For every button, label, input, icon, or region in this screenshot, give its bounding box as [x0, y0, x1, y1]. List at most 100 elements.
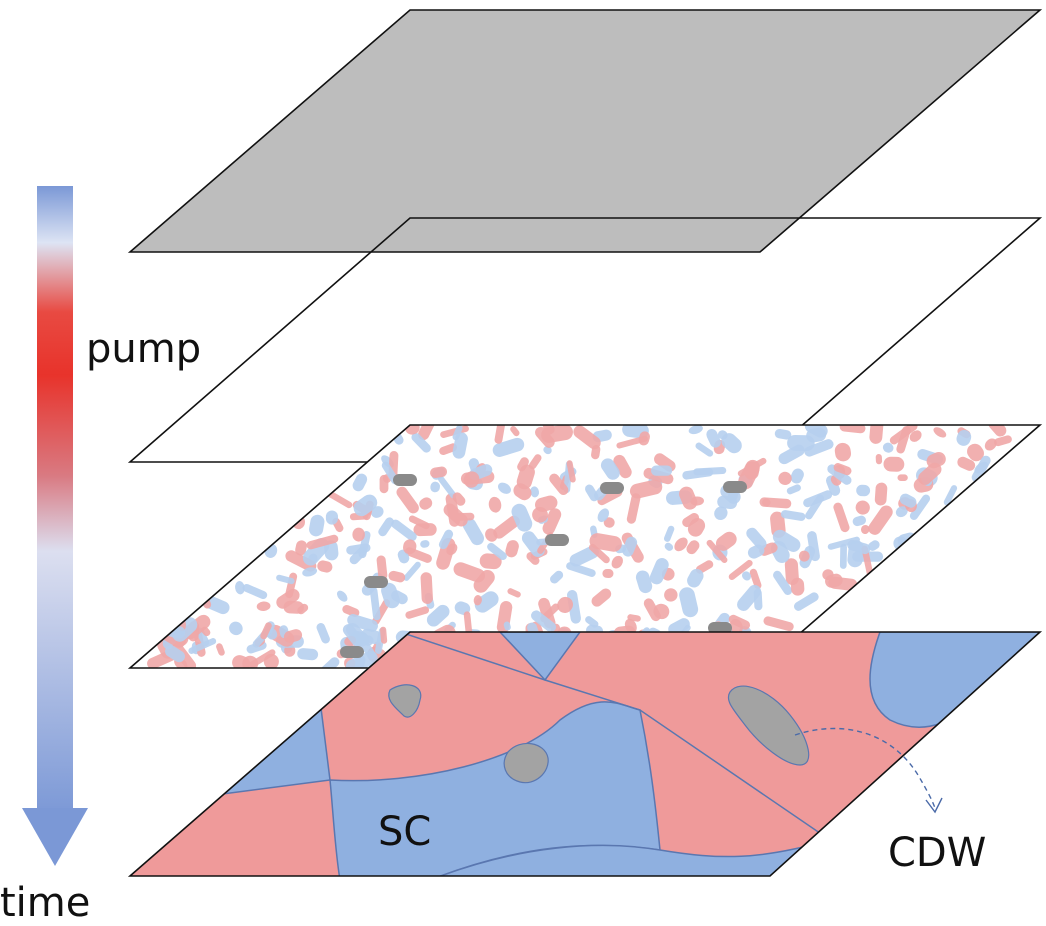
fluctuation-blob: [479, 553, 502, 570]
fluctuation-blob: [528, 454, 542, 470]
fluctuation-blob: [806, 427, 827, 443]
fluctuation-blob: [452, 425, 463, 441]
fluctuation-blob: [420, 572, 433, 604]
fluctuation-blob: [638, 431, 651, 446]
time-arrow-shaft: [37, 186, 73, 816]
fluctuation-blob: [418, 425, 438, 441]
fluctuation-blob: [513, 483, 532, 501]
fluctuation-blob: [492, 437, 525, 457]
fluctuation-blob: [541, 425, 573, 443]
fluctuation-blob: [868, 540, 880, 551]
fluctuation-blob: [682, 512, 700, 528]
fluctuation-blob: [306, 534, 339, 550]
fluctuation-blob: [695, 442, 714, 457]
fluctuation-blob: [664, 588, 678, 602]
fluctuation-blob: [430, 481, 440, 493]
fluctuation-blob: [566, 562, 596, 577]
fluctuation-blob: [283, 629, 303, 643]
fluctuation-blob: [585, 616, 599, 628]
fluctuation-blob: [242, 583, 268, 600]
fluctuation-blob: [635, 570, 653, 594]
fluctuation-blob: [507, 588, 521, 598]
fluctuation-blob: [317, 560, 333, 573]
fluctuation-blob: [391, 519, 417, 542]
fluctuation-blob: [549, 473, 569, 495]
fluctuation-blob: [728, 614, 751, 630]
fluctuation-blob: [778, 444, 805, 465]
fluctuation-blob: [772, 529, 801, 552]
fluctuation-blob: [597, 508, 610, 523]
fluctuation-blob: [403, 539, 417, 555]
fluctuation-blob: [463, 471, 480, 488]
fluctuation-blob: [773, 570, 793, 595]
fluctuation-blob: [984, 438, 997, 451]
fluctuation-blob: [663, 525, 675, 542]
fluctuation-blob: [957, 456, 976, 471]
fluctuation-blob: [260, 622, 272, 640]
fluctuation-gray-blob: [393, 474, 417, 486]
fluctuation-blob: [774, 428, 792, 440]
fluctuation-blob: [573, 425, 601, 450]
fluctuation-blob: [747, 544, 765, 559]
fluctuation-blob: [883, 456, 905, 472]
fluctuation-blob: [993, 435, 1012, 447]
fluctuation-blob: [452, 492, 466, 506]
fluctuation-blob: [473, 569, 495, 593]
fluctuation-blob: [603, 517, 615, 528]
cdw-island-1: [388, 684, 422, 718]
fluctuation-blob: [591, 588, 612, 607]
fluctuation-blob: [602, 568, 614, 579]
fluctuation-blob: [943, 485, 958, 506]
fluctuation-blob: [216, 643, 225, 656]
fluctuation-blob: [342, 604, 360, 617]
fluctuation-blob: [790, 577, 805, 596]
fluctuation-blob: [717, 495, 738, 510]
fluctuation-gray-blob: [340, 646, 364, 658]
fluctuation-blob: [805, 494, 824, 520]
fluctuation-blob: [967, 443, 985, 462]
fluctuation-blob: [688, 425, 703, 435]
fluctuation-blob: [668, 618, 690, 636]
fluctuation-blob: [833, 502, 850, 533]
fluctuation-blob: [430, 466, 448, 479]
fluctuation-blob: [347, 614, 378, 632]
fluctuation-blob: [381, 582, 400, 609]
fluctuation-blob: [487, 542, 507, 561]
fluctuation-blob: [899, 493, 917, 508]
fluctuation-blob: [285, 550, 317, 572]
fluctuation-blob: [721, 433, 742, 454]
cdw-annotation-arrow: [794, 727, 943, 814]
fluctuation-blob: [542, 508, 562, 535]
fluctuation-blob: [165, 645, 185, 663]
fluctuation-blob: [426, 604, 450, 627]
fluctuation-blob: [714, 506, 728, 521]
fluctuation-blob: [839, 425, 866, 434]
fluctuation-blob: [687, 568, 704, 588]
fluctuation-blob: [746, 527, 767, 550]
fluctuation-blob: [868, 505, 893, 535]
fluctuation-blob: [188, 638, 217, 654]
fluctuation-blob: [511, 503, 533, 532]
fluctuation-blob: [778, 471, 792, 486]
fluctuation-blob: [874, 482, 888, 506]
fluctuation-blob: [517, 457, 529, 472]
fluctuation-blob: [686, 540, 700, 555]
fluctuation-blob: [336, 590, 348, 602]
fluctuation-blob: [875, 454, 883, 465]
fluctuation-blob: [566, 590, 581, 624]
fluctuation-blob: [643, 467, 674, 485]
fluctuation-blob: [201, 626, 211, 637]
fluctuation-blob: [325, 510, 338, 525]
fluctuation-blob: [229, 621, 243, 636]
fluctuation-blob: [543, 446, 552, 455]
sc-domain-top-neck: [498, 632, 582, 682]
fluctuation-blob: [589, 533, 622, 552]
fluctuation-blob: [926, 452, 946, 469]
fluctuation-blob: [974, 461, 989, 474]
fluctuation-blob: [453, 562, 486, 583]
fluctuating-layer: [127, 424, 1043, 669]
fluctuation-blob: [626, 493, 641, 524]
fluctuation-blob: [869, 425, 884, 444]
fluctuation-blob: [531, 610, 557, 633]
